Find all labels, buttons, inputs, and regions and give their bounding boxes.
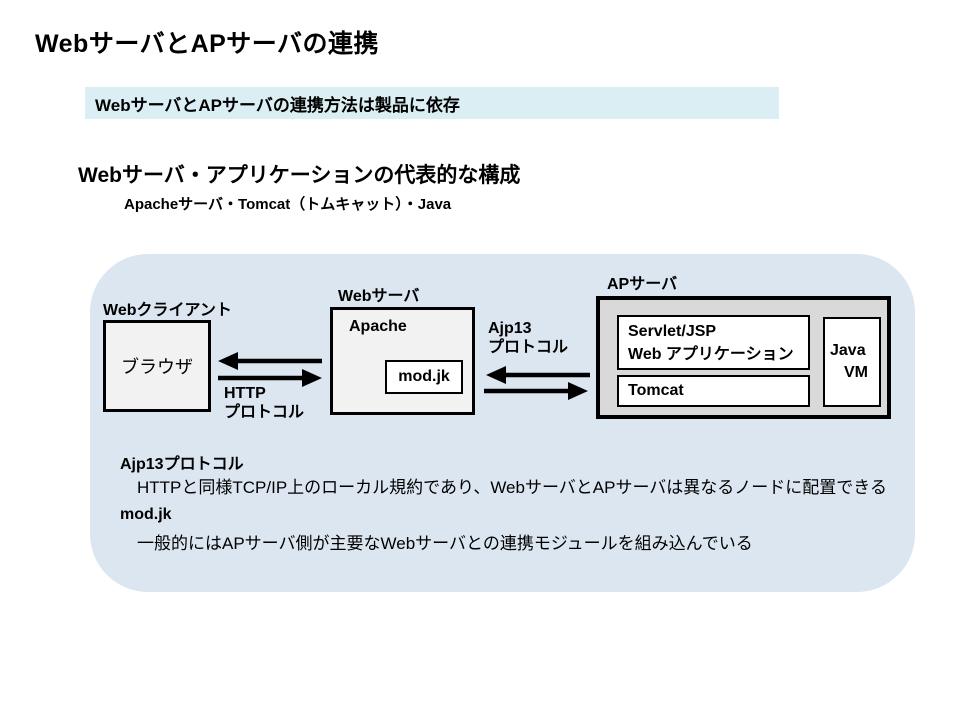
slide-title: WebサーバとAPサーバの連携 bbox=[35, 30, 380, 58]
http-protocol-line1: HTTP bbox=[224, 385, 266, 402]
servlet-line1: Servlet/JSP bbox=[628, 322, 717, 340]
servlet-box: Servlet/JSP Web アプリケーション bbox=[617, 315, 810, 370]
tomcat-box: Tomcat bbox=[617, 375, 810, 407]
ajp13-protocol-line2: プロトコル bbox=[488, 339, 569, 356]
http-protocol-line2: プロトコル bbox=[224, 404, 305, 421]
modjk-box: mod.jk bbox=[385, 360, 463, 394]
servlet-line2: Web アプリケーション bbox=[628, 345, 794, 363]
tomcat-label: Tomcat bbox=[628, 382, 684, 399]
browser-label: ブラウザ bbox=[121, 357, 193, 377]
web-client-label: Webクライアント bbox=[103, 302, 232, 319]
java-vm-line1: Java bbox=[830, 342, 866, 359]
modjk-label: mod.jk bbox=[398, 368, 450, 385]
ajp13-protocol-label: Ajp13 プロトコル bbox=[488, 319, 568, 357]
highlight-bar: WebサーバとAPサーバの連携方法は製品に依存 bbox=[85, 87, 779, 119]
http-protocol-label: HTTP プロトコル bbox=[224, 384, 304, 422]
ap-server-label: APサーバ bbox=[607, 276, 678, 293]
note-desc-ajp13: HTTPと同様TCP/IP上のローカル規約であり、WebサーバとAPサーバは異な… bbox=[137, 478, 887, 497]
section-heading: Webサーバ・アプリケーションの代表的な構成 bbox=[78, 164, 521, 187]
apache-label: Apache bbox=[349, 318, 407, 335]
web-server-label: Webサーバ bbox=[338, 288, 420, 305]
ap-server-box: Servlet/JSP Web アプリケーション Tomcat Java VM bbox=[596, 296, 891, 419]
highlight-text: WebサーバとAPサーバの連携方法は製品に依存 bbox=[95, 95, 460, 115]
browser-box: ブラウザ bbox=[103, 320, 211, 412]
java-vm-line2: VM bbox=[844, 364, 868, 381]
section-subheading: Apacheサーバ・Tomcat（トムキャット）・Java bbox=[124, 196, 452, 213]
apache-box: Apache mod.jk bbox=[330, 307, 475, 415]
note-term-ajp13: Ajp13プロトコル bbox=[120, 456, 244, 473]
note-desc-modjk: 一般的にはAPサーバ側が主要なWebサーバとの連携モジュールを組み込んでいる bbox=[137, 534, 753, 553]
java-vm-box: Java VM bbox=[823, 317, 881, 407]
ajp13-protocol-line1: Ajp13 bbox=[488, 320, 532, 337]
note-term-modjk: mod.jk bbox=[120, 506, 172, 523]
